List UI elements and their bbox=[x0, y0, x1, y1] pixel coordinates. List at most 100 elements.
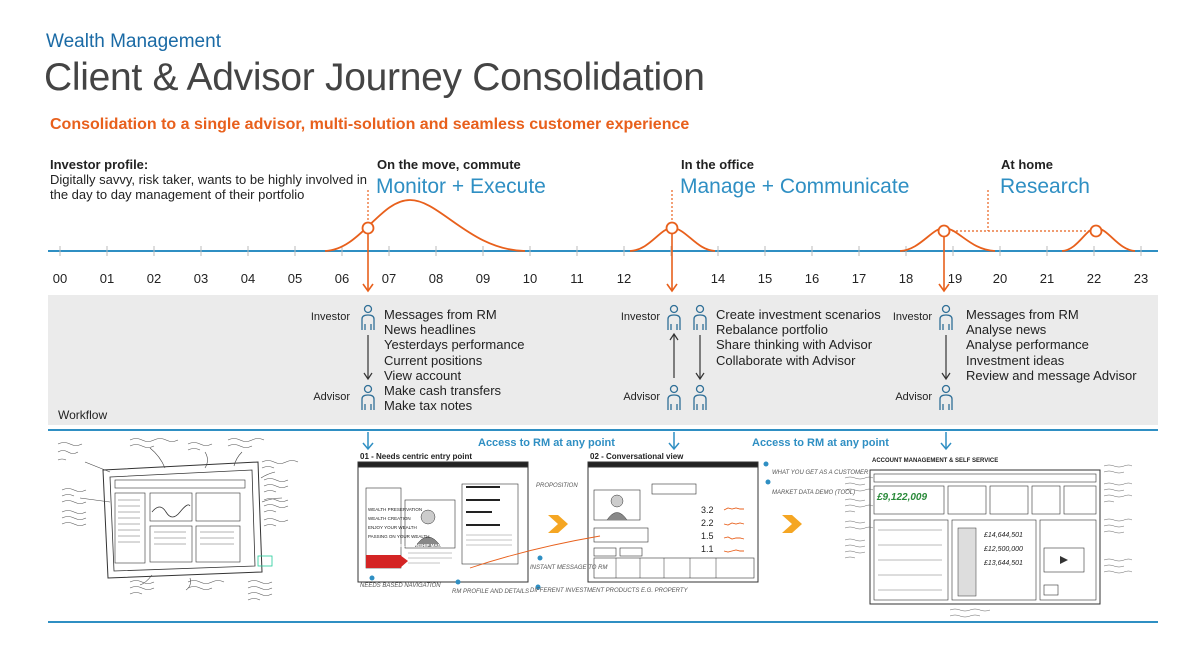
menu-item: PASSING ON YOUR WEALTH bbox=[368, 534, 430, 539]
workflow-list-office: Create investment scenarios Rebalance po… bbox=[716, 307, 881, 368]
value: 1.1 bbox=[701, 544, 714, 554]
hour-label: 03 bbox=[193, 271, 209, 286]
list-item: Messages from RM bbox=[384, 307, 497, 322]
workflow-panel bbox=[48, 295, 1158, 425]
profile-heading: Investor profile: bbox=[50, 157, 149, 172]
net-worth-figure: £9,122,009 bbox=[877, 492, 928, 503]
menu-item: SPEAK TO A RELATIONSHIP MANAGER bbox=[368, 543, 454, 548]
role-investor: Investor bbox=[892, 311, 932, 323]
sketch-3-values: 3.2 2.2 1.5 1.1 bbox=[701, 504, 714, 556]
menu-item: ENJOY YOUR WEALTH bbox=[368, 525, 417, 530]
person-icon bbox=[939, 384, 953, 410]
list-item: Messages from RM bbox=[966, 307, 1079, 322]
eyebrow: Wealth Management bbox=[46, 31, 221, 52]
flow-chevron-2 bbox=[782, 515, 802, 533]
list-item: Share thinking with Advisor bbox=[716, 337, 873, 353]
sketch-wireframe-1 bbox=[79, 447, 283, 591]
hour-label: 18 bbox=[898, 271, 914, 286]
marker-office bbox=[665, 221, 679, 235]
hour-label: 11 bbox=[570, 271, 584, 286]
annotation: INSTANT MESSAGE TO RM bbox=[530, 565, 608, 571]
figure: £13,644,501 bbox=[984, 560, 1023, 567]
person-icon bbox=[667, 384, 681, 410]
annotation: RM PROFILE AND DETAILS bbox=[452, 589, 530, 595]
person-icon bbox=[361, 384, 375, 410]
marker-evening bbox=[937, 224, 951, 238]
figure: £12,500,000 bbox=[984, 546, 1023, 553]
flow-chevron-1 bbox=[548, 515, 568, 533]
hour-label: 21 bbox=[1039, 271, 1055, 286]
sketch-notes bbox=[57, 438, 299, 601]
person-icon bbox=[693, 304, 707, 330]
hour-label: 09 bbox=[475, 271, 491, 286]
phase-title-monitor: Monitor + Execute bbox=[376, 175, 546, 198]
hour-label: 15 bbox=[757, 271, 773, 286]
phase-label-office: In the office bbox=[681, 157, 754, 172]
workflow-list-home: Messages from RM Analyse news Analyse pe… bbox=[966, 307, 1137, 383]
hour-label: 00 bbox=[52, 271, 68, 286]
hour-label: 07 bbox=[381, 271, 397, 286]
role-investor: Investor bbox=[310, 311, 350, 323]
sketch-4-notes bbox=[844, 464, 1133, 618]
phase-label-home: At home bbox=[1001, 157, 1053, 172]
annotation: MARKET DATA DEMO (TOOL) bbox=[772, 490, 856, 496]
list-item: Make tax notes bbox=[384, 398, 473, 414]
hour-label: 05 bbox=[287, 271, 303, 286]
value: 3.2 bbox=[701, 505, 714, 515]
hour-label: 23 bbox=[1133, 271, 1149, 286]
annotation: NEEDS BASED NAVIGATION bbox=[360, 583, 441, 589]
person-icon bbox=[939, 304, 953, 330]
phase-label-commute: On the move, commute bbox=[377, 157, 521, 172]
hour-label: 13 bbox=[656, 271, 686, 286]
list-item: Collaborate with Advisor bbox=[716, 352, 856, 368]
marker-commute bbox=[361, 221, 375, 235]
annotation: DIFFERENT INVESTMENT PRODUCTS E.G. PROPE… bbox=[530, 588, 688, 594]
value: 2.2 bbox=[701, 518, 714, 528]
hour-label: 22 bbox=[1086, 271, 1102, 286]
marker-late bbox=[1089, 224, 1103, 238]
list-item: Review and message Advisor bbox=[966, 367, 1137, 383]
hour-label: 04 bbox=[240, 271, 256, 286]
list-item: Analyse performance bbox=[966, 337, 1089, 353]
list-item: View account bbox=[384, 367, 462, 383]
tagline: Consolidation to a single advisor, multi… bbox=[50, 116, 690, 133]
list-item: Make cash transfers bbox=[384, 383, 502, 399]
access-label-2: Access to RM at any point bbox=[752, 437, 889, 449]
sketch-caption-1: 01 - Needs centric entry point bbox=[360, 452, 473, 461]
hour-label: 17 bbox=[851, 271, 867, 286]
sketch-wireframe-2 bbox=[357, 461, 529, 583]
list-item: Analyse news bbox=[966, 322, 1047, 338]
list-item: Create investment scenarios bbox=[716, 307, 881, 322]
sketch-wireframe-3 bbox=[469, 461, 759, 583]
menu-item: WEALTH CREATION bbox=[368, 516, 411, 521]
hour-label: 19 bbox=[947, 271, 963, 286]
annotation: PROPOSITION bbox=[536, 483, 578, 489]
sketch-caption-3: ACCOUNT MANAGEMENT & SELF SERVICE bbox=[872, 458, 999, 464]
list-item: Rebalance portfolio bbox=[716, 322, 829, 338]
hour-label: 02 bbox=[146, 271, 162, 286]
figure: £14,644,501 bbox=[984, 532, 1023, 539]
sketch-caption-2: 02 - Conversational view bbox=[590, 452, 684, 461]
list-item: Investment ideas bbox=[966, 352, 1065, 368]
person-icon bbox=[693, 384, 707, 410]
role-advisor: Advisor bbox=[623, 391, 660, 403]
phase-title-research: Research bbox=[1000, 175, 1090, 198]
list-item: Yesterdays performance bbox=[384, 337, 525, 353]
hour-label: 10 bbox=[522, 271, 538, 286]
list-item: Current positions bbox=[384, 352, 483, 368]
page-title: Client & Advisor Journey Consolidation bbox=[44, 56, 705, 99]
person-icon bbox=[667, 304, 681, 330]
sketch-wireframe-4 bbox=[869, 469, 1101, 605]
workflow-list-commute: Messages from RM News headlines Yesterda… bbox=[384, 307, 524, 413]
list-item: News headlines bbox=[384, 322, 476, 338]
hour-label: 08 bbox=[428, 271, 444, 286]
value: 1.5 bbox=[701, 531, 714, 541]
role-advisor: Advisor bbox=[313, 391, 350, 403]
workflow-label: Workflow bbox=[58, 408, 108, 422]
phase-title-manage: Manage + Communicate bbox=[680, 175, 910, 198]
hour-label: 16 bbox=[804, 271, 820, 286]
role-advisor: Advisor bbox=[895, 391, 932, 403]
hour-label: 01 bbox=[99, 271, 115, 286]
menu-item: WEALTH PRESERVATION bbox=[368, 507, 423, 512]
